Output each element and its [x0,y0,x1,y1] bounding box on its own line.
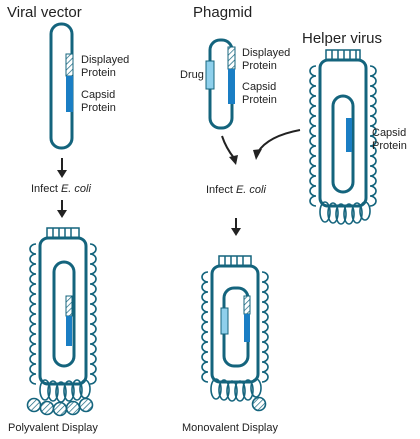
monovalent-displayed-gene [243,295,251,315]
viral-vector-group: Viral vector Displayed Protein Capsid Pr… [7,4,129,150]
phagmid-drug-gene [205,60,215,90]
monovalent-phage [201,255,269,412]
infect-center-prefix: Infect [206,184,236,196]
helper-capsid-outer [318,58,368,208]
polyvalent-phage [26,227,97,417]
viral-vector-title: Viral vector [7,4,82,21]
helper-virus-group: Helper virus Capsid Protein [302,30,407,225]
helper-virus-title: Helper virus [302,30,382,47]
phagmid-displayed-gene [227,46,236,70]
helper-genome [331,94,355,194]
infect-left-text: Infect E. coli [31,183,91,195]
polyvalent-displayed-gene [65,295,73,317]
infect-center-text: Infect E. coli [206,184,266,196]
phagmid-group: Phagmid Drug Displayed Protein Capsid Pr… [180,4,290,130]
polyvalent-capsid-gene [66,316,72,346]
viral-vector-displayed-label-line1: Displayed [81,54,129,66]
viral-vector-displayed-label-line2: Protein [81,67,116,79]
monovalent-capsid-gene [244,314,250,342]
polyvalent-genome [52,260,76,368]
infect-left-organism: E. coli [61,183,92,195]
capsid-gene-bar [66,76,73,112]
monovalent-caption: Monovalent Display [182,422,278,434]
viral-vector-capsid-label-line1: Capsid [81,89,115,101]
phagmid-capsid-label-line1: Capsid [242,81,276,93]
displayed-gene-hatched [65,53,74,77]
polyvalent-capsid-outer [38,236,88,386]
arrow-from-phagmid [221,135,238,165]
phagmid-drug-label: Drug [180,69,204,81]
infect-left-prefix: Infect [31,183,61,195]
phagmid-displayed-label-line2: Protein [242,60,277,72]
helper-capsid-label-line1: Capsid [372,127,406,139]
helper-capsid-gene [346,118,352,152]
arrow-down-left-1 [57,158,67,178]
displayed-protein-balls [26,397,94,417]
monovalent-coat-scallops [201,271,269,383]
helper-tail-petals [319,201,371,225]
polyvalent-caption: Polyvalent Display [8,422,98,434]
arrow-down-center [231,218,241,236]
helper-capsid-label-line2: Protein [372,140,407,152]
phagmid-displayed-label-line1: Displayed [242,47,290,59]
monovalent-drug-gene [220,307,229,335]
phagmid-title: Phagmid [193,4,252,21]
phagmid-capsid-label-line2: Protein [242,94,277,106]
polyvalent-coat-scallops [29,243,97,385]
monovalent-displayed-ball [251,396,267,412]
monovalent-tail-petals [210,378,262,402]
helper-coat-scallops [309,65,377,207]
viral-vector-capsid-label-line2: Protein [81,102,116,114]
infect-center-organism: E. coli [236,184,267,196]
arrow-down-left-2 [57,200,67,218]
phagmid-capsid-gene [228,69,235,104]
arrow-from-helper [253,129,301,160]
